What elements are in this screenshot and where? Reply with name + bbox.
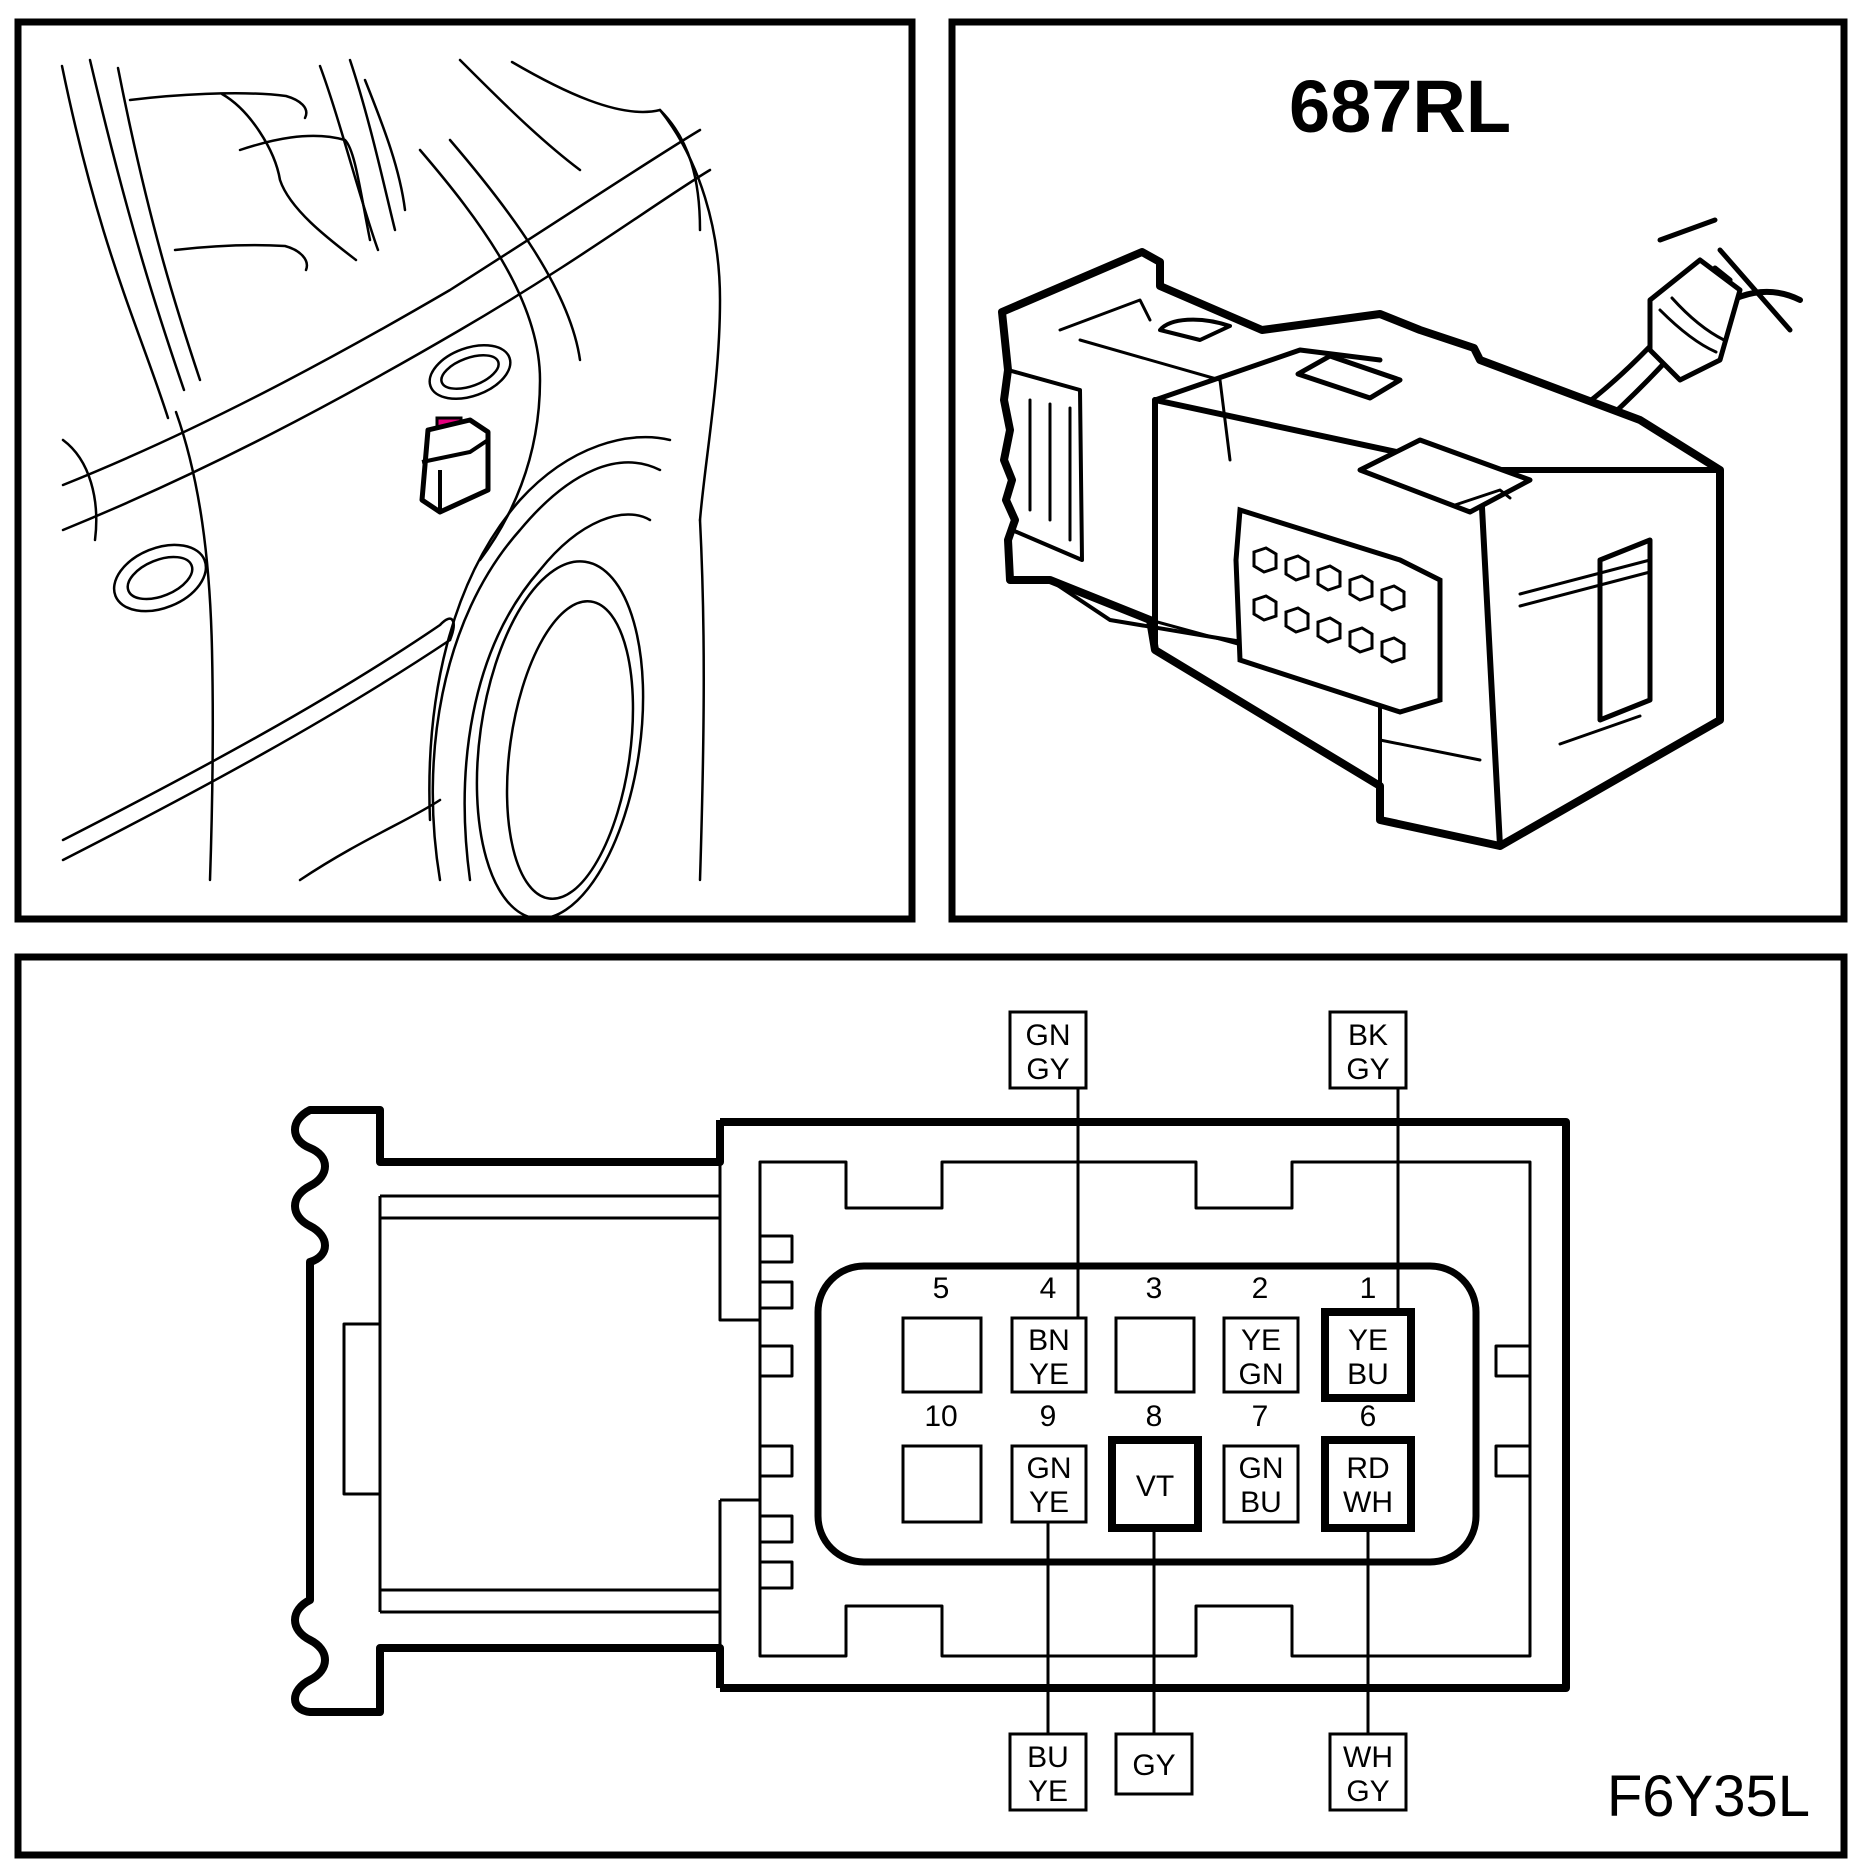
pin-number-10: 10 bbox=[924, 1400, 957, 1433]
pin-6-wire-color-1: RD bbox=[1346, 1452, 1389, 1485]
pin-cavity-6 bbox=[1321, 1436, 1415, 1532]
lead-tag-pin-8 bbox=[1114, 1732, 1194, 1796]
figure-code: F6Y35L bbox=[1607, 1764, 1810, 1829]
lead-tag-pin-6 bbox=[1328, 1732, 1408, 1812]
lead-tag-pin-1 bbox=[1328, 1010, 1408, 1090]
lead-tag-pin-1-color-1: BK bbox=[1348, 1019, 1388, 1052]
wire-lead-tags: GN GY BK GY BU YE GY WH GY bbox=[1008, 1010, 1408, 1812]
pin-1-wire-color-1: YE bbox=[1348, 1324, 1388, 1357]
pin-numbers: 5 4 3 2 1 10 9 8 7 6 bbox=[924, 1272, 1376, 1433]
pin-9-wire-color-1: GN bbox=[1027, 1452, 1072, 1485]
pin-4-wire-color-1: BN bbox=[1028, 1324, 1070, 1357]
pin-7-wire-color-2: BU bbox=[1240, 1486, 1282, 1519]
pin-number-9: 9 bbox=[1040, 1400, 1057, 1433]
pin-number-2: 2 bbox=[1252, 1272, 1269, 1305]
pin-9-wire-color-2: YE bbox=[1029, 1486, 1069, 1519]
pin-cavities: BN YE YE GN YE BU GN YE VT GN BU RD WH bbox=[901, 1308, 1415, 1532]
lead-tag-pin-9-color-2: YE bbox=[1028, 1775, 1068, 1808]
pin-number-4: 4 bbox=[1040, 1272, 1057, 1305]
lead-tag-pin-4-color-1: GN bbox=[1026, 1019, 1071, 1052]
pin-cavity-4 bbox=[1010, 1316, 1088, 1394]
pin-cavity-2 bbox=[1222, 1316, 1300, 1394]
pin-2-wire-color-1: YE bbox=[1241, 1324, 1281, 1357]
pin-cavity-7 bbox=[1222, 1444, 1300, 1524]
lead-tag-pin-4-color-2: GY bbox=[1026, 1053, 1069, 1086]
pin-6-wire-color-2: WH bbox=[1343, 1486, 1393, 1519]
connector-view-panel-frame bbox=[948, 18, 1848, 923]
pin-number-5: 5 bbox=[933, 1272, 950, 1305]
wire-leads bbox=[1046, 1088, 1400, 1734]
lead-tag-pin-9-color-1: BU bbox=[1027, 1741, 1069, 1774]
pin-number-6: 6 bbox=[1360, 1400, 1377, 1433]
pin-number-1: 1 bbox=[1360, 1272, 1377, 1305]
pin-8-wire-color-1: VT bbox=[1136, 1470, 1174, 1503]
connector-location-marker bbox=[419, 416, 491, 515]
lead-tag-pin-6-color-1: WH bbox=[1343, 1741, 1393, 1774]
vehicle-location-illustration bbox=[60, 58, 722, 920]
pin-cavity-5 bbox=[901, 1316, 983, 1394]
lead-tag-pin-8-color-1: GY bbox=[1132, 1749, 1175, 1782]
pin-cavity-1 bbox=[1321, 1308, 1415, 1402]
pin-number-8: 8 bbox=[1146, 1400, 1163, 1433]
lead-tag-pin-9 bbox=[1008, 1732, 1088, 1812]
pin-4-wire-color-2: YE bbox=[1029, 1358, 1069, 1391]
lead-tag-pin-6-color-2: GY bbox=[1346, 1775, 1389, 1808]
pin-cavity-3 bbox=[1114, 1316, 1196, 1394]
pinout-panel-frame bbox=[14, 953, 1848, 1859]
lead-tag-pin-4 bbox=[1008, 1010, 1088, 1090]
lead-tag-pin-1-color-2: GY bbox=[1346, 1053, 1389, 1086]
connector-3d-illustration bbox=[998, 217, 1803, 850]
connector-face-outline bbox=[291, 1106, 1570, 1716]
pin-cavity-8 bbox=[1108, 1436, 1202, 1532]
pin-cavity-9 bbox=[1010, 1444, 1088, 1524]
pin-number-7: 7 bbox=[1252, 1400, 1269, 1433]
connector-3d-pin-face bbox=[1233, 506, 1443, 715]
pin-1-wire-color-2: BU bbox=[1347, 1358, 1389, 1391]
pin-7-wire-color-1: GN bbox=[1239, 1452, 1284, 1485]
location-panel-frame bbox=[14, 18, 916, 923]
pin-number-3: 3 bbox=[1146, 1272, 1163, 1305]
connector-id: 687RL bbox=[1289, 65, 1511, 148]
pin-cavity-10 bbox=[901, 1444, 983, 1524]
pin-2-wire-color-2: GN bbox=[1239, 1358, 1284, 1391]
